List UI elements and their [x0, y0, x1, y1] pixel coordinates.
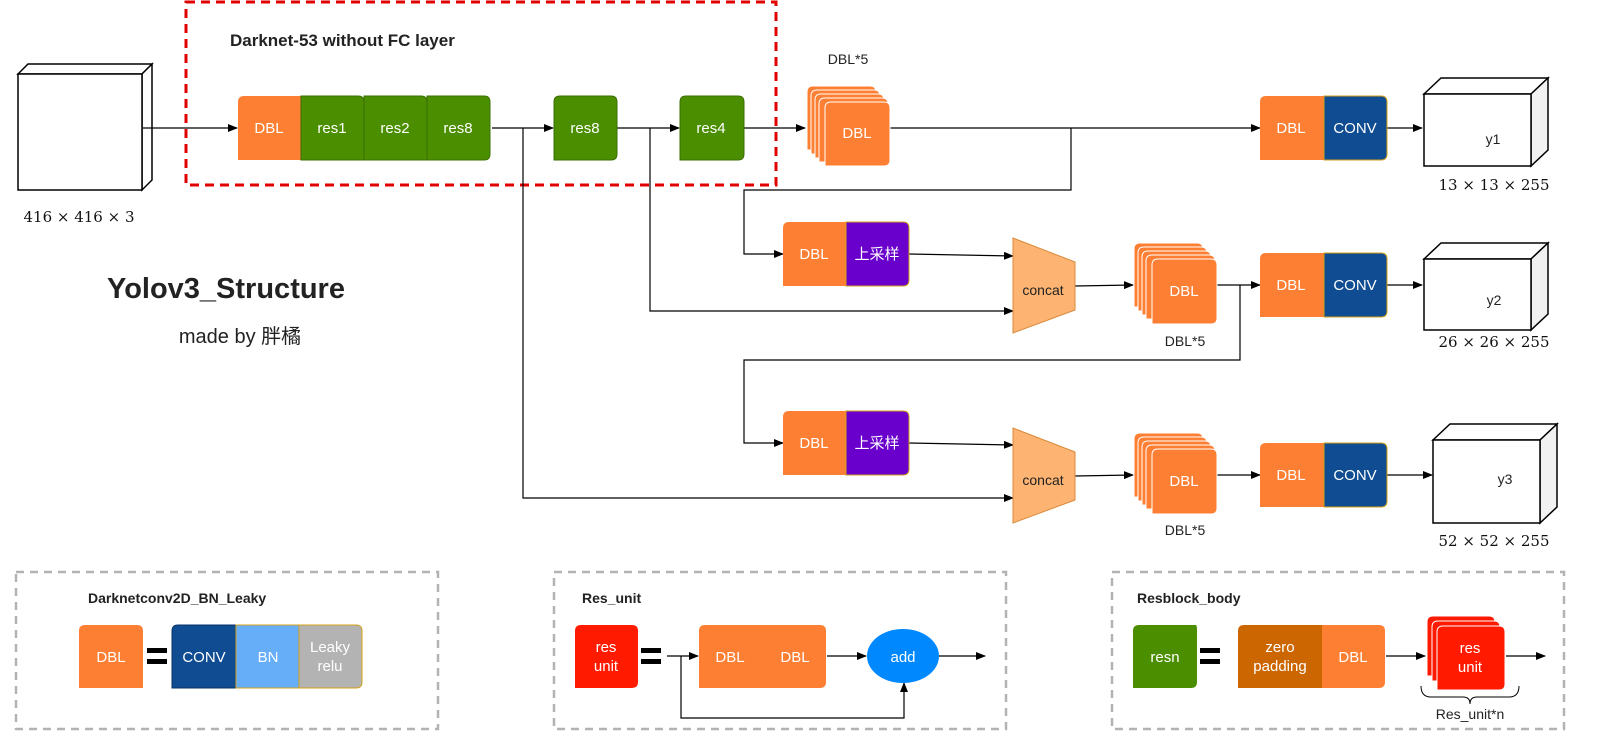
- branch1-dbl-label: DBL: [1276, 120, 1305, 137]
- input-cube: [16, 62, 154, 192]
- legend-conv-label: CONV: [182, 649, 225, 666]
- legend-zero-padding-label-1: zero: [1265, 639, 1294, 656]
- res4-block: [679, 95, 745, 161]
- branch2-conv-label: CONV: [1333, 277, 1376, 294]
- legend-resn-label: resn: [1150, 649, 1179, 666]
- y3-dims: 52 × 52 × 255: [1438, 532, 1549, 550]
- legend-res-unit-stack: [1426, 615, 1506, 691]
- diagram-subtitle: made by 胖橘: [179, 325, 301, 348]
- branch1-dbl-block: [1260, 96, 1324, 160]
- branch1-dbl5-caption: DBL*5: [828, 51, 869, 67]
- y1-label: y1: [1486, 131, 1501, 147]
- legend-resblock-dbl-label: DBL: [1338, 649, 1367, 666]
- y1-dims: 13 × 13 × 255: [1438, 176, 1549, 194]
- legend-dbl-label: DBL: [96, 649, 125, 666]
- branch2-dbl-block: [1260, 253, 1324, 317]
- y3-cube: [1431, 422, 1559, 525]
- branch2-concat: [1012, 237, 1076, 334]
- legend-zero-padding-block: [1238, 625, 1322, 688]
- branch1-conv-block: [1323, 95, 1388, 161]
- legend-resblock-title: Resblock_body: [1137, 590, 1241, 606]
- legend-leaky-block: [298, 624, 363, 689]
- legend-resblock-equals: [1200, 648, 1220, 664]
- res8-label-1: res8: [443, 120, 472, 137]
- legend-resblock-caption: Res_unit*n: [1436, 706, 1505, 722]
- darknet-dashed-box: [184, 0, 778, 187]
- res4-label: res4: [696, 120, 725, 137]
- legend-dbl-block: [79, 625, 143, 688]
- legend-res-unit-label-1: res: [596, 639, 617, 656]
- branch2-dbl5-stack: [1133, 242, 1218, 325]
- res8-label-2: res8: [570, 120, 599, 137]
- legend-res-unit-dbl1-label: DBL: [715, 649, 744, 666]
- branch2-upsample-block: [845, 221, 910, 287]
- res8-block-1: [426, 95, 491, 161]
- branch1-dbl5-stack: [806, 85, 891, 167]
- y1-cube: [1422, 76, 1550, 168]
- legend-dbl-box: [14, 570, 440, 731]
- diagram-title: Yolov3_Structure: [107, 273, 345, 305]
- branch2-up-dbl-label: DBL: [799, 246, 828, 263]
- backbone-dbl-label: DBL: [254, 120, 283, 137]
- legend-conv-block: [171, 624, 237, 689]
- legend-res-unit-stack-label-1: res: [1460, 640, 1481, 657]
- branch2-upsample-label: 上采样: [854, 246, 899, 263]
- legend-add-label: add: [890, 649, 915, 666]
- legend-resblock-dbl-block: [1322, 625, 1385, 688]
- y2-label: y2: [1487, 292, 1502, 308]
- connectors: [143, 124, 1433, 502]
- legend-res-unit-block: [575, 625, 638, 688]
- legend-res-unit-label-2: unit: [594, 658, 619, 675]
- legend-res-unit-dbl2-label: DBL: [780, 649, 809, 666]
- branch3-conv-block: [1323, 442, 1388, 508]
- legend-resblock-box: [1110, 570, 1566, 731]
- branch2-dbl5-caption: DBL*5: [1165, 333, 1206, 349]
- legend-res-unit-stack-label-2: unit: [1458, 659, 1483, 676]
- res2-label: res2: [380, 120, 409, 137]
- res1-label: res1: [317, 120, 346, 137]
- legend-dbl-equals: [147, 648, 167, 664]
- branch2-up-dbl-block: [783, 222, 846, 286]
- y2-cube: [1422, 241, 1550, 332]
- branch3-concat: [1012, 427, 1076, 524]
- legend-res-unit-title: Res_unit: [582, 590, 641, 606]
- branch3-concat-label: concat: [1022, 472, 1063, 488]
- branch2-dbl5-label: DBL: [1169, 283, 1198, 300]
- y3-label: y3: [1498, 471, 1513, 487]
- branch3-dbl-block: [1260, 443, 1324, 507]
- branch3-upsample-block: [845, 410, 910, 476]
- branch2-concat-label: concat: [1022, 282, 1063, 298]
- branch3-up-dbl-label: DBL: [799, 435, 828, 452]
- legend-res-unit-connectors: [667, 652, 986, 719]
- y2-dims: 26 × 26 × 255: [1438, 333, 1549, 351]
- legend-resblock-brace: [1420, 685, 1520, 705]
- legend-add-node: [867, 629, 939, 683]
- branch3-conv-label: CONV: [1333, 467, 1376, 484]
- legend-zero-padding-label-2: padding: [1253, 658, 1306, 675]
- branch3-up-dbl-block: [783, 411, 846, 475]
- branch3-upsample-label: 上采样: [854, 435, 899, 452]
- legend-bn-label: BN: [258, 649, 279, 666]
- legend-res-unit-equals: [641, 648, 661, 664]
- darknet-label: Darknet-53 without FC layer: [230, 31, 455, 50]
- branch2-conv-block: [1323, 252, 1388, 318]
- legend-leaky-label-1: Leaky: [310, 639, 351, 656]
- branch3-dbl5-stack: [1133, 432, 1218, 515]
- legend-resn-block: [1133, 625, 1197, 688]
- legend-dbl-title: Darknetconv2D_BN_Leaky: [88, 590, 266, 606]
- backbone-dbl-block: [238, 96, 301, 160]
- branch3-dbl5-label: DBL: [1169, 473, 1198, 490]
- branch2-dbl-label: DBL: [1276, 277, 1305, 294]
- branch1-dbl5-label: DBL: [842, 125, 871, 142]
- legend-leaky-label-2: relu: [317, 658, 342, 675]
- legend-res-unit-dbl2-block: [763, 625, 826, 688]
- legend-res-unit-box: [552, 570, 1008, 731]
- input-dims: 416 × 416 × 3: [23, 208, 134, 226]
- legend-res-unit-dbl1-block: [699, 625, 763, 688]
- branch3-dbl-label: DBL: [1276, 467, 1305, 484]
- res8-block-2: [553, 95, 618, 161]
- branch3-dbl5-caption: DBL*5: [1165, 522, 1206, 538]
- branch1-conv-label: CONV: [1333, 120, 1376, 137]
